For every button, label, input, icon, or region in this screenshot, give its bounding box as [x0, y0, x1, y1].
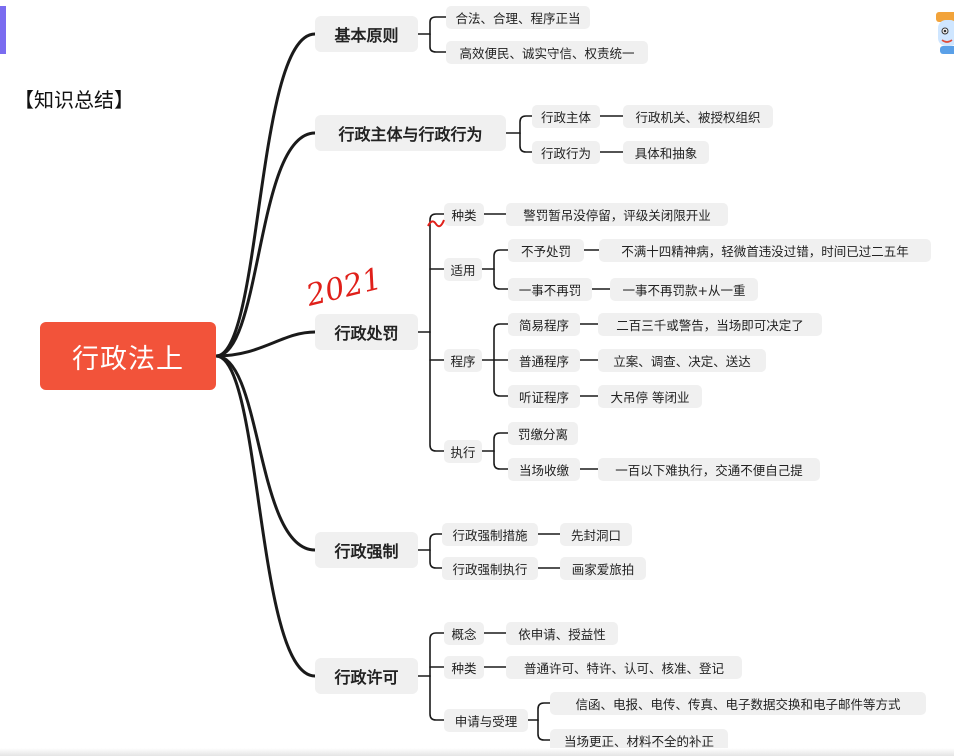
node-simple-procedure[interactable]: 简易程序	[508, 313, 580, 336]
node-ordinary-procedure[interactable]: 普通程序	[508, 349, 580, 372]
node-fine-separation[interactable]: 罚缴分离	[508, 422, 578, 445]
license-application-ways[interactable]: 信函、电报、电传、传真、电子数据交换和电子邮件等方式	[550, 692, 926, 715]
node-administrative-license[interactable]: 行政许可	[315, 658, 418, 694]
handwritten-year: 2021	[302, 261, 386, 314]
node-administrative-enforcement[interactable]: 行政强制	[315, 532, 418, 568]
principles-item-2[interactable]: 高效便民、诚实守信、权责统一	[446, 41, 648, 64]
enforcement-execution-detail[interactable]: 画家爱旅拍	[560, 557, 646, 580]
node-no-punishment[interactable]: 不予处罚	[508, 239, 584, 262]
node-license-application[interactable]: 申请与受理	[444, 709, 528, 732]
accent-bar	[0, 6, 6, 54]
handwritten-mark	[427, 219, 445, 228]
admin-subject-detail[interactable]: 行政机关、被授权组织	[623, 105, 773, 128]
node-admin-act[interactable]: 行政行为	[532, 141, 600, 164]
license-application-correction[interactable]: 当场更正、材料不全的补正	[550, 729, 728, 752]
enforcement-measures-detail[interactable]: 先封洞口	[560, 523, 632, 546]
no-double-penalty-detail[interactable]: 一事不再罚款+从一重	[610, 278, 758, 301]
node-subject-and-act[interactable]: 行政主体与行政行为	[315, 115, 506, 151]
simple-procedure-detail[interactable]: 二百三千或警告，当场即可决定了	[598, 313, 822, 336]
node-administrative-punishment[interactable]: 行政处罚	[315, 314, 418, 350]
cartoon-avatar-icon	[936, 12, 954, 54]
no-punishment-detail[interactable]: 不满十四精神病，轻微首违没过错，时间已过二五年	[599, 239, 931, 262]
node-enforcement-execution[interactable]: 行政强制执行	[442, 557, 538, 580]
admin-act-detail[interactable]: 具体和抽象	[623, 141, 709, 164]
node-enforcement-measures[interactable]: 行政强制措施	[442, 523, 538, 546]
node-hearing-procedure[interactable]: 听证程序	[508, 385, 580, 408]
bottom-edge-strip	[0, 748, 954, 756]
hearing-procedure-detail[interactable]: 大吊停 等闭业	[598, 385, 702, 408]
license-kinds-detail[interactable]: 普通许可、特许、认可、核准、登记	[506, 656, 742, 679]
node-punishment-execute[interactable]: 执行	[444, 440, 482, 463]
node-license-kinds[interactable]: 种类	[444, 656, 484, 679]
onsite-collection-detail[interactable]: 一百以下难执行，交通不便自己提	[598, 458, 820, 481]
node-license-concept[interactable]: 概念	[444, 622, 484, 645]
node-onsite-collection[interactable]: 当场收缴	[508, 458, 580, 481]
node-punishment-apply[interactable]: 适用	[444, 258, 482, 281]
principles-item-1[interactable]: 合法、合理、程序正当	[446, 6, 590, 29]
root-node[interactable]: 行政法上	[40, 322, 216, 390]
node-admin-subject[interactable]: 行政主体	[532, 105, 600, 128]
license-concept-detail[interactable]: 依申请、授益性	[506, 622, 618, 645]
ordinary-procedure-detail[interactable]: 立案、调查、决定、送达	[598, 349, 766, 372]
node-no-double-penalty[interactable]: 一事不再罚	[508, 278, 592, 301]
page-heading: 【知识总结】	[14, 88, 134, 112]
punishment-kinds-detail[interactable]: 警罚暂吊没停留，评级关闭限开业	[506, 203, 728, 226]
node-basic-principles[interactable]: 基本原则	[315, 16, 418, 52]
node-punishment-procedure[interactable]: 程序	[444, 349, 482, 372]
node-punishment-kinds[interactable]: 种类	[444, 203, 484, 226]
